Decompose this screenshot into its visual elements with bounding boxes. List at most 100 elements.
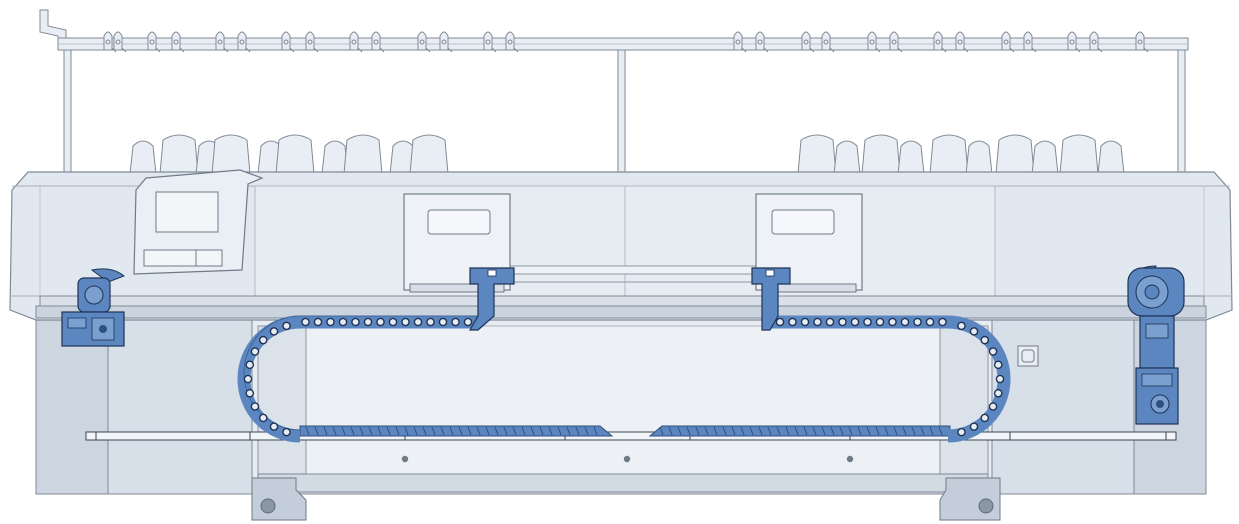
- chain-link-right-18: [993, 360, 1003, 370]
- chain-link-right-24: [957, 427, 966, 437]
- drive-unit-left: [61, 268, 125, 347]
- yarn-guide-right-5: [889, 31, 903, 53]
- rail-post-left: [63, 43, 72, 177]
- chain-link-right-17: [988, 347, 998, 356]
- chain-link-right-13: [938, 317, 947, 327]
- yarn-cone-right-7: [1031, 140, 1059, 175]
- yarn-guide-right-8: [1001, 31, 1015, 53]
- chain-link-right-12: [925, 317, 935, 327]
- yarn-cones-right: [797, 134, 1125, 175]
- yarn-cone-left-6: [321, 140, 349, 175]
- chain-link-right-5: [838, 317, 847, 327]
- chain-link-right-9: [888, 317, 897, 327]
- chain-link-right-6: [850, 317, 860, 327]
- control-keypad: [143, 249, 223, 267]
- yarn-guide-rail: [39, 9, 1189, 177]
- chain-link-left-4: [413, 317, 423, 327]
- carrier-bracket-left: [468, 267, 515, 331]
- yarn-guide-left-7: [305, 31, 319, 53]
- yarn-guide-right-6: [933, 31, 947, 53]
- yarn-guide-left-9: [371, 31, 385, 53]
- socket-box: [1017, 345, 1039, 367]
- yarn-guide-left-11: [439, 31, 453, 53]
- needle-bed-rail: [39, 295, 1205, 307]
- yarn-guide-right-2: [801, 31, 815, 53]
- chain-link-right-22: [980, 413, 990, 423]
- inner-column-left: [257, 325, 307, 477]
- yarn-guides-right: [733, 31, 1149, 53]
- chain-link-left-11: [326, 317, 335, 327]
- yarn-guide-right-3: [821, 31, 835, 53]
- yarn-cone-right-8: [1059, 134, 1099, 175]
- yarn-guide-right-1: [755, 31, 769, 53]
- guide-track: [85, 431, 1177, 441]
- chain-link-left-0: [463, 317, 473, 327]
- yarn-guide-right-7: [955, 31, 969, 53]
- machine-base: [35, 317, 1207, 521]
- chain-link-left-5: [401, 317, 410, 327]
- carrier-bracket-right: [751, 267, 791, 331]
- chain-link-right-0: [775, 317, 785, 327]
- chain-link-right-8: [875, 317, 885, 327]
- machine-body: [9, 171, 1233, 321]
- chain-link-right-11: [913, 317, 922, 327]
- chain-link-left-6: [388, 317, 398, 327]
- chain-link-right-20: [993, 388, 1003, 398]
- yarn-guide-left-12: [483, 31, 497, 53]
- yarn-cone-left-5: [275, 134, 315, 175]
- chain-link-left-18: [245, 360, 255, 370]
- yarn-guide-left-8: [349, 31, 363, 53]
- yarn-guide-left-0: [103, 31, 117, 53]
- chain-link-left-24: [282, 427, 291, 437]
- yarn-cone-right-3: [897, 140, 925, 175]
- yarn-cone-right-2: [861, 134, 901, 175]
- yarn-guide-left-6: [281, 31, 295, 53]
- yarn-cones-left: [129, 134, 449, 175]
- chain-link-left-1: [451, 317, 460, 327]
- chain-link-left-13: [301, 317, 310, 327]
- yarn-guide-left-2: [147, 31, 161, 53]
- yarn-cone-left-1: [159, 134, 199, 175]
- chain-link-right-19: [995, 374, 1005, 384]
- yarn-cone-right-1: [833, 140, 861, 175]
- chain-link-left-14: [282, 321, 291, 331]
- yarn-cone-left-0: [129, 140, 157, 175]
- yarn-guide-left-1: [113, 31, 127, 53]
- chain-link-left-20: [245, 388, 255, 398]
- yarn-cone-right-6: [995, 134, 1035, 175]
- chain-link-right-4: [825, 317, 835, 327]
- yarn-cone-right-0: [797, 134, 837, 175]
- chain-link-left-21: [250, 402, 260, 411]
- yarn-guide-right-10: [1067, 31, 1081, 53]
- chain-link-left-9: [351, 317, 360, 327]
- chain-link-right-14: [957, 321, 966, 331]
- chain-link-right-3: [813, 317, 822, 327]
- chain-link-right-23: [969, 422, 979, 431]
- cable-carrier-left: [237, 267, 614, 443]
- yarn-guide-right-0: [733, 31, 747, 53]
- chain-link-right-16: [980, 335, 990, 345]
- chain-link-right-7: [863, 317, 872, 327]
- chain-link-left-15: [269, 327, 279, 336]
- chain-link-left-17: [250, 347, 260, 356]
- yarn-cone-right-9: [1097, 140, 1125, 175]
- yarn-guide-left-5: [237, 31, 251, 53]
- chain-link-left-7: [376, 317, 385, 327]
- chain-link-left-2: [438, 317, 448, 327]
- base-side-left: [35, 317, 109, 495]
- inner-column-right: [939, 325, 989, 477]
- chain-link-left-3: [426, 317, 435, 327]
- yarn-guide-left-3: [171, 31, 185, 53]
- chain-link-left-16: [258, 335, 268, 345]
- yarn-guide-right-11: [1089, 31, 1103, 53]
- yarn-guide-left-10: [417, 31, 431, 53]
- yarn-guide-left-13: [505, 31, 519, 53]
- chain-link-left-12: [313, 317, 323, 327]
- chain-link-left-19: [243, 374, 253, 384]
- yarn-cone-left-7: [343, 134, 383, 175]
- yarn-cone-right-4: [929, 134, 969, 175]
- chain-link-right-10: [900, 317, 910, 327]
- chain-link-right-2: [800, 317, 810, 327]
- rail-post-center: [617, 49, 626, 177]
